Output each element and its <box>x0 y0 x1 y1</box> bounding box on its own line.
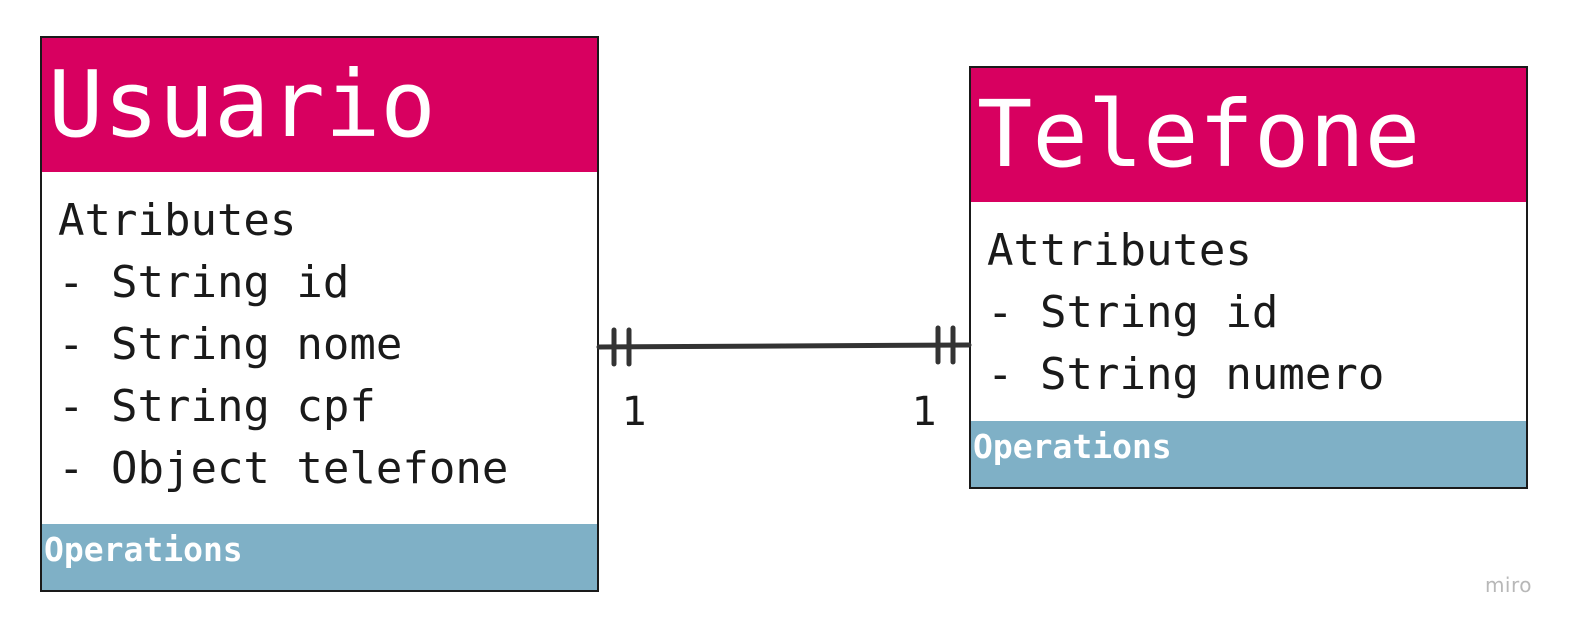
attributes-heading: Attributes <box>987 225 1252 276</box>
attributes-section: Attributes - String id - String numero <box>971 202 1526 421</box>
multiplicity-right: 1 <box>912 389 938 435</box>
entity-usuario[interactable]: Usuario Atributes - String id - String n… <box>40 36 599 592</box>
miro-watermark: miro <box>1484 573 1532 597</box>
operations-section: Operations <box>971 421 1526 487</box>
operations-section: Operations <box>42 524 597 590</box>
attribute-item: - Object telefone <box>58 443 509 494</box>
attribute-item: - String numero <box>987 349 1385 400</box>
attribute-item: - String id <box>987 287 1279 338</box>
entity-title: Usuario <box>42 38 597 172</box>
attribute-item: - String nome <box>58 319 403 370</box>
attribute-item: - String id <box>58 257 350 308</box>
entity-telefone[interactable]: Telefone Attributes - String id - String… <box>969 66 1528 489</box>
entity-title: Telefone <box>971 68 1526 202</box>
attribute-item: - String cpf <box>58 381 376 432</box>
multiplicity-left: 1 <box>622 389 648 435</box>
attributes-heading: Atributes <box>58 195 297 246</box>
attributes-section: Atributes - String id - String nome - St… <box>42 172 597 524</box>
relationship-line[interactable] <box>596 342 972 350</box>
